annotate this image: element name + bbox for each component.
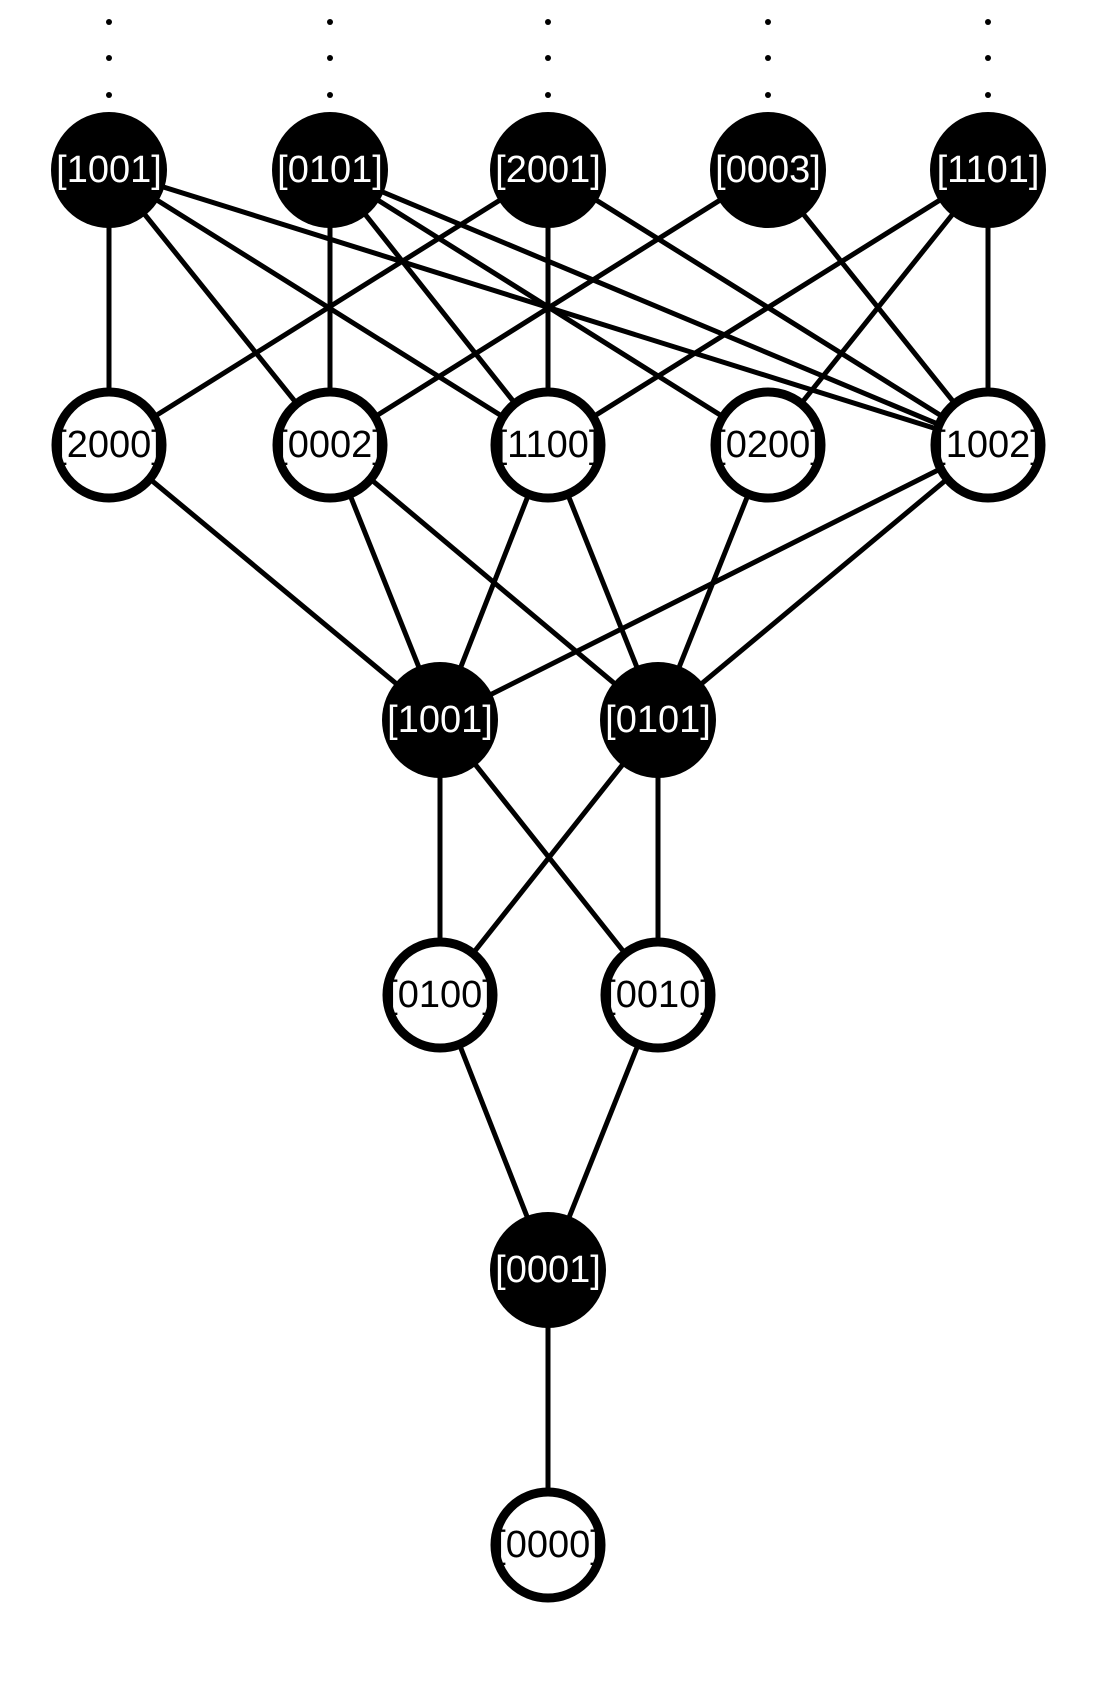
node-circle xyxy=(382,937,498,1053)
node-r6-0000: [0000] xyxy=(490,1487,606,1603)
edge-top-0003-r2-0002 xyxy=(328,167,770,448)
continuation-dots xyxy=(985,19,991,98)
continuation-dot xyxy=(106,19,112,25)
node-circle xyxy=(51,387,167,503)
node-circle xyxy=(490,1487,606,1603)
continuation-dots-layer xyxy=(106,19,991,98)
node-circle xyxy=(272,112,388,228)
continuation-dot xyxy=(765,92,771,98)
continuation-dot xyxy=(985,55,991,61)
node-label: [1002] xyxy=(935,424,1041,466)
continuation-dots xyxy=(106,19,112,98)
node-circle xyxy=(51,112,167,228)
node-label: [0200] xyxy=(715,424,821,466)
node-label: [0000] xyxy=(495,1524,601,1566)
continuation-dot xyxy=(985,92,991,98)
continuation-dot xyxy=(106,55,112,61)
node-circle xyxy=(382,662,498,778)
edge-r2-1002-r3-1001 xyxy=(438,442,990,723)
node-label: [0010] xyxy=(605,974,711,1016)
node-r4-0010: [0010] xyxy=(600,937,716,1053)
node-circle xyxy=(490,387,606,503)
node-r2-1002: [1002] xyxy=(930,387,1046,503)
continuation-dot xyxy=(327,19,333,25)
edges-layer xyxy=(106,167,991,1545)
continuation-dot xyxy=(106,92,112,98)
node-r4-0100: [0100] xyxy=(382,937,498,1053)
node-r2-0200: [0200] xyxy=(710,387,826,503)
continuation-dot xyxy=(985,19,991,25)
node-label: [0001] xyxy=(495,1249,601,1291)
continuation-dot xyxy=(765,55,771,61)
continuation-dots xyxy=(765,19,771,98)
continuation-dot xyxy=(327,92,333,98)
continuation-dots xyxy=(545,19,551,98)
node-circle xyxy=(600,937,716,1053)
node-label: [2001] xyxy=(495,149,601,191)
node-r2-0002: [0002] xyxy=(272,387,388,503)
node-label: [0100] xyxy=(387,974,493,1016)
node-circle xyxy=(490,112,606,228)
edge-top-1001-r2-0002 xyxy=(107,168,332,447)
node-label: [1001] xyxy=(387,699,493,741)
node-label: [0101] xyxy=(605,699,711,741)
edge-r2-1002-r3-0101 xyxy=(656,443,990,722)
edge-top-0101-r2-1100 xyxy=(328,168,550,447)
node-r2-1100: [1100] xyxy=(490,387,606,503)
node-circle xyxy=(710,112,826,228)
edge-top-1101-r2-1100 xyxy=(546,167,990,448)
node-top-1001: [1001] xyxy=(51,112,167,228)
node-r5-0001: [0001] xyxy=(490,1212,606,1328)
node-label: [0002] xyxy=(277,424,383,466)
node-circle xyxy=(710,387,826,503)
node-top-0101: [0101] xyxy=(272,112,388,228)
continuation-dot xyxy=(327,55,333,61)
node-label: [1100] xyxy=(497,424,600,466)
edge-r3-0101-r4-0100 xyxy=(438,718,660,997)
node-top-2001: [2001] xyxy=(490,112,606,228)
node-label: [2000] xyxy=(56,424,162,466)
continuation-dot xyxy=(545,55,551,61)
node-label: [0003] xyxy=(715,149,821,191)
node-circle xyxy=(600,662,716,778)
edge-r2-2000-r3-1001 xyxy=(107,443,442,722)
node-r3-0101: [0101] xyxy=(600,662,716,778)
continuation-dot xyxy=(545,19,551,25)
node-label: [0101] xyxy=(277,149,383,191)
edge-top-0101-r2-1002 xyxy=(329,167,989,448)
continuation-dots xyxy=(327,19,333,98)
node-circle xyxy=(930,112,1046,228)
node-circle xyxy=(490,1212,606,1328)
edge-top-2001-r2-2000 xyxy=(107,167,550,448)
node-r3-1001: [1001] xyxy=(382,662,498,778)
node-r2-2000: [2000] xyxy=(51,387,167,503)
node-circle xyxy=(930,387,1046,503)
node-top-0003: [0003] xyxy=(710,112,826,228)
node-label: [1001] xyxy=(56,149,162,191)
continuation-dot xyxy=(765,19,771,25)
edge-top-1101-r2-0200 xyxy=(766,168,990,447)
continuation-dot xyxy=(545,92,551,98)
node-circle xyxy=(272,387,388,503)
nodes-layer: [1001] [0101] [2001] [0003] [1101] [2000] [000… xyxy=(51,112,1046,1603)
node-label: [1101] xyxy=(937,149,1040,191)
node-top-1101: [1101] xyxy=(930,112,1046,228)
